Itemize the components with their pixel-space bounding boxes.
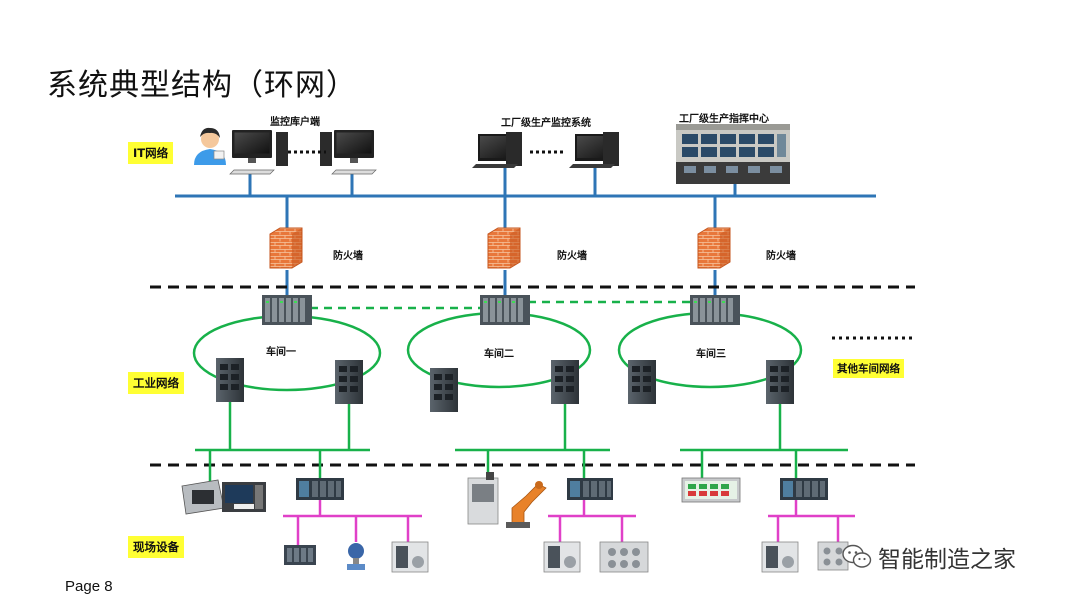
computer-icon (229, 130, 288, 175)
firewall-icon (487, 227, 521, 269)
computer-icon (569, 132, 619, 168)
firewall-label: 防火墙 (766, 251, 796, 262)
plc-icon (567, 478, 613, 500)
wechat-icon (842, 544, 872, 568)
workshop-label: 车间三 (696, 349, 726, 360)
command-center-image (676, 124, 790, 184)
drive-icon (543, 541, 581, 573)
layer-label-field: 现场设备 (128, 536, 184, 558)
firewall-icon (697, 227, 731, 269)
robot-cell-icon (467, 472, 547, 528)
core-switch-icon (690, 295, 740, 325)
computer-icon (472, 132, 522, 168)
watermark-text: 智能制造之家 (878, 547, 1016, 573)
page-title: 系统典型结构（环网） (47, 68, 357, 103)
factory-monitor-label: 工厂级生产监控系统 (501, 118, 591, 129)
core-switch-icon (480, 295, 530, 325)
access-switch-icon (551, 360, 579, 404)
plc-icon (296, 478, 344, 500)
drive-icon (391, 541, 429, 573)
watermark: 智能制造之家 (842, 540, 1016, 574)
factory-command-label: 工厂级生产指挥中心 (679, 114, 769, 125)
plc-icon (780, 478, 828, 500)
firewall-label: 防火墙 (557, 251, 587, 262)
layer-label-industrial: 工业网络 (128, 372, 184, 394)
workshop-label: 车间二 (484, 349, 514, 360)
access-switch-icon (335, 360, 363, 404)
firewall-icon (269, 227, 303, 269)
page-number: Page 8 (65, 578, 113, 595)
control-panel-icon (599, 541, 649, 573)
monitor-clients-label: 监控库户端 (270, 117, 320, 128)
drive-icon (761, 541, 799, 573)
firewall-label: 防火墙 (333, 251, 363, 262)
layer-label-it: IT网络 (128, 142, 174, 164)
access-switch-icon (216, 358, 244, 402)
io-module-icon (284, 545, 316, 565)
workshop-label: 车间一 (266, 347, 296, 358)
hmi-panel-icon (681, 477, 741, 503)
core-switch-icon (262, 295, 312, 325)
access-switch-icon (430, 368, 458, 412)
access-switch-icon (766, 360, 794, 404)
other-workshops-label: 其他车间网络 (833, 359, 904, 378)
user-icon (194, 127, 226, 165)
transmitter-icon (347, 543, 365, 570)
cnc-machine-icon (181, 479, 266, 515)
access-switch-icon (628, 360, 656, 404)
computer-icon (320, 130, 377, 175)
